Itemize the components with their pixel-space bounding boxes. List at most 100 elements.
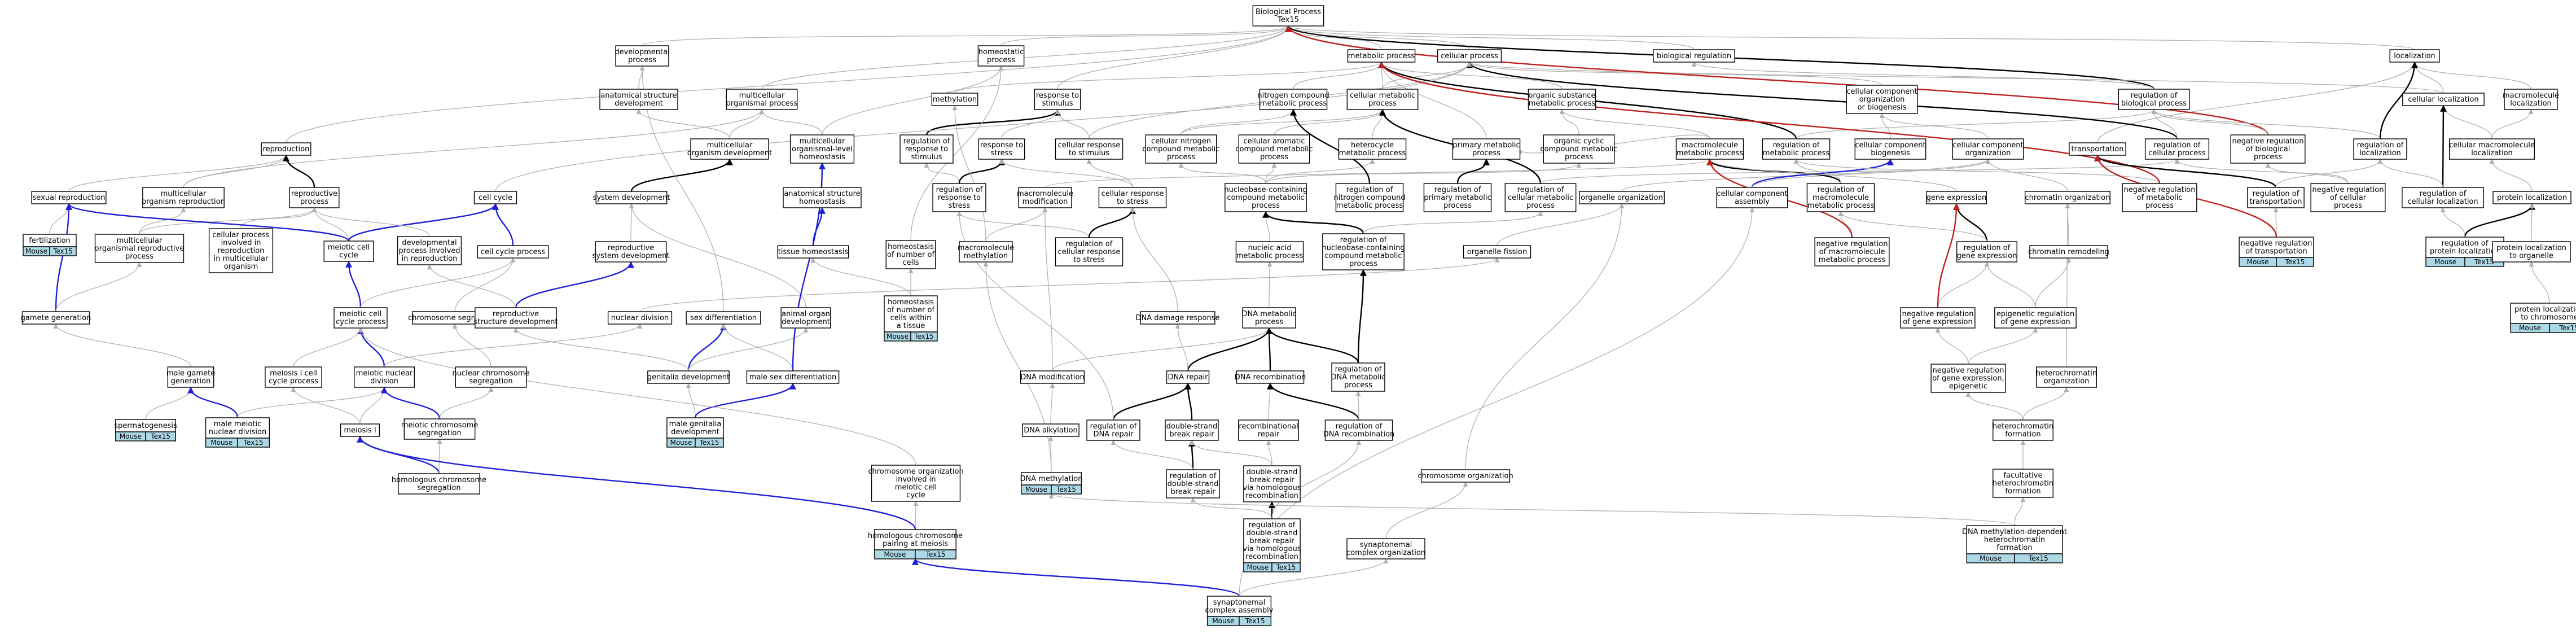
go-term-organelle-fission[interactable]: organelle fission	[1463, 245, 1531, 259]
go-term-dna-methylation-dependent-heterochromatin-formation[interactable]: DNA methylation-dependentheterochromatin…	[1962, 525, 2067, 563]
go-term-gamete-generation[interactable]: gamete generation	[21, 311, 91, 325]
go-term-male-sex-differentiation[interactable]: male sex differentiation	[746, 370, 840, 384]
go-term-transportation[interactable]: transportation	[2069, 142, 2126, 156]
go-term-cell-cycle-process[interactable]: cell cycle process	[477, 245, 549, 259]
go-term-sexual-reproduction[interactable]: sexual reproduction	[31, 191, 107, 204]
go-term-chromatin-remodeling[interactable]: chromatin remodeling	[2028, 245, 2109, 259]
go-term-dna-recombination[interactable]: DNA recombination	[1235, 370, 1306, 384]
go-term-gene-expression[interactable]: gene expression	[1926, 191, 1987, 204]
go-term-chromatin-organization[interactable]: chromatin organization	[2024, 191, 2110, 204]
go-term-biological-regulation[interactable]: biological regulation	[1653, 49, 1735, 63]
go-term-dna-repair[interactable]: DNA repair	[1166, 370, 1210, 384]
go-term-nuclear-division[interactable]: nuclear division	[607, 311, 673, 325]
go-term-chromosome-organization[interactable]: chromosome organization	[1418, 469, 1513, 483]
go-term-genitalia-development[interactable]: genitalia development	[647, 370, 730, 384]
go-term-localization[interactable]: localization	[2389, 49, 2440, 63]
go-term-dna-alkylation[interactable]: DNA alkylation	[1022, 423, 1079, 437]
go-term-sex-differentiation[interactable]: sex differentiation	[686, 311, 761, 325]
go-term-methylation[interactable]: methylation	[931, 93, 978, 106]
go-term-cell-cycle[interactable]: cell cycle	[473, 191, 517, 204]
go-term-organelle-organization[interactable]: organelle organization	[1578, 191, 1665, 204]
go-term-regulation-of-nucleobase-containing-compound-metabolic-process[interactable]: regulation ofnucleobase-containingcompou…	[1322, 233, 1405, 270]
go-term-reproduction[interactable]: reproduction	[261, 142, 311, 156]
go-term-dna-damage-response[interactable]: DNA damage response	[1135, 311, 1220, 325]
go-term-cellular-localization[interactable]: cellular localization	[2402, 93, 2485, 106]
go-term-cellular-process[interactable]: cellular process	[1437, 49, 1502, 63]
